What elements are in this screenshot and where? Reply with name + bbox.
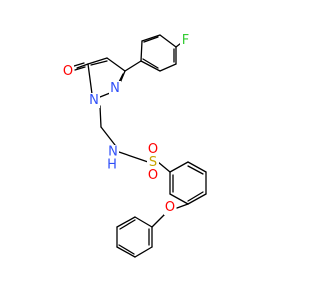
bond-line: [187, 191, 204, 202]
bond-line: [141, 34, 161, 42]
bond-line: [76, 63, 89, 69]
bond-line: [169, 193, 189, 205]
bond-line: [159, 34, 177, 48]
bond-line: [140, 60, 161, 72]
bond-line: [187, 165, 204, 175]
bond-line: [100, 126, 116, 146]
sulfonyl-oxygen-bottom-atom: O: [148, 168, 158, 183]
bond-line: [74, 66, 86, 71]
bond-line: [90, 60, 108, 66]
amide-nitrogen-atom: N: [108, 145, 118, 160]
ring-nitrogen-2-atom: N: [110, 81, 120, 96]
molecule-diagram: F O N N N H O S O O: [62, 33, 207, 258]
bond-line: [159, 63, 177, 72]
bond-line: [116, 216, 136, 228]
bond-line: [157, 161, 171, 173]
bond-line: [124, 60, 142, 72]
atom-labels: F O N N N H O S O O: [62, 33, 191, 215]
bond-line: [176, 203, 189, 209]
bond-line: [142, 58, 159, 69]
bond-line: [73, 62, 85, 67]
bond-line: [151, 213, 166, 228]
bond-line: [87, 57, 108, 65]
bond-line: [118, 244, 135, 255]
ring-nitrogen-1-atom: N: [89, 93, 99, 108]
amide-hydrogen-atom: H: [107, 158, 117, 173]
bond-line: [118, 73, 124, 83]
bond-line: [99, 92, 111, 98]
bond-line: [106, 57, 126, 72]
bond-line: [118, 151, 149, 163]
ether-oxygen-atom: O: [165, 200, 175, 215]
bond-line: [140, 40, 143, 62]
bond-line: [169, 161, 189, 173]
bond-lines: [73, 34, 207, 258]
bond-line: [99, 105, 102, 128]
bond-line: [116, 246, 136, 258]
bond-line: [187, 161, 207, 173]
sulfonyl-oxygen-top-atom: O: [148, 142, 158, 157]
bond-line: [119, 219, 136, 230]
bond-line: [187, 193, 207, 205]
carbonyl-oxygen-atom: O: [63, 64, 73, 79]
fluorine-atom: F: [182, 33, 189, 48]
bond-line: [134, 216, 153, 228]
bond-line: [143, 36, 159, 43]
bond-line: [134, 246, 153, 258]
bond-line: [87, 63, 93, 95]
sulfur-atom: S: [149, 155, 157, 170]
